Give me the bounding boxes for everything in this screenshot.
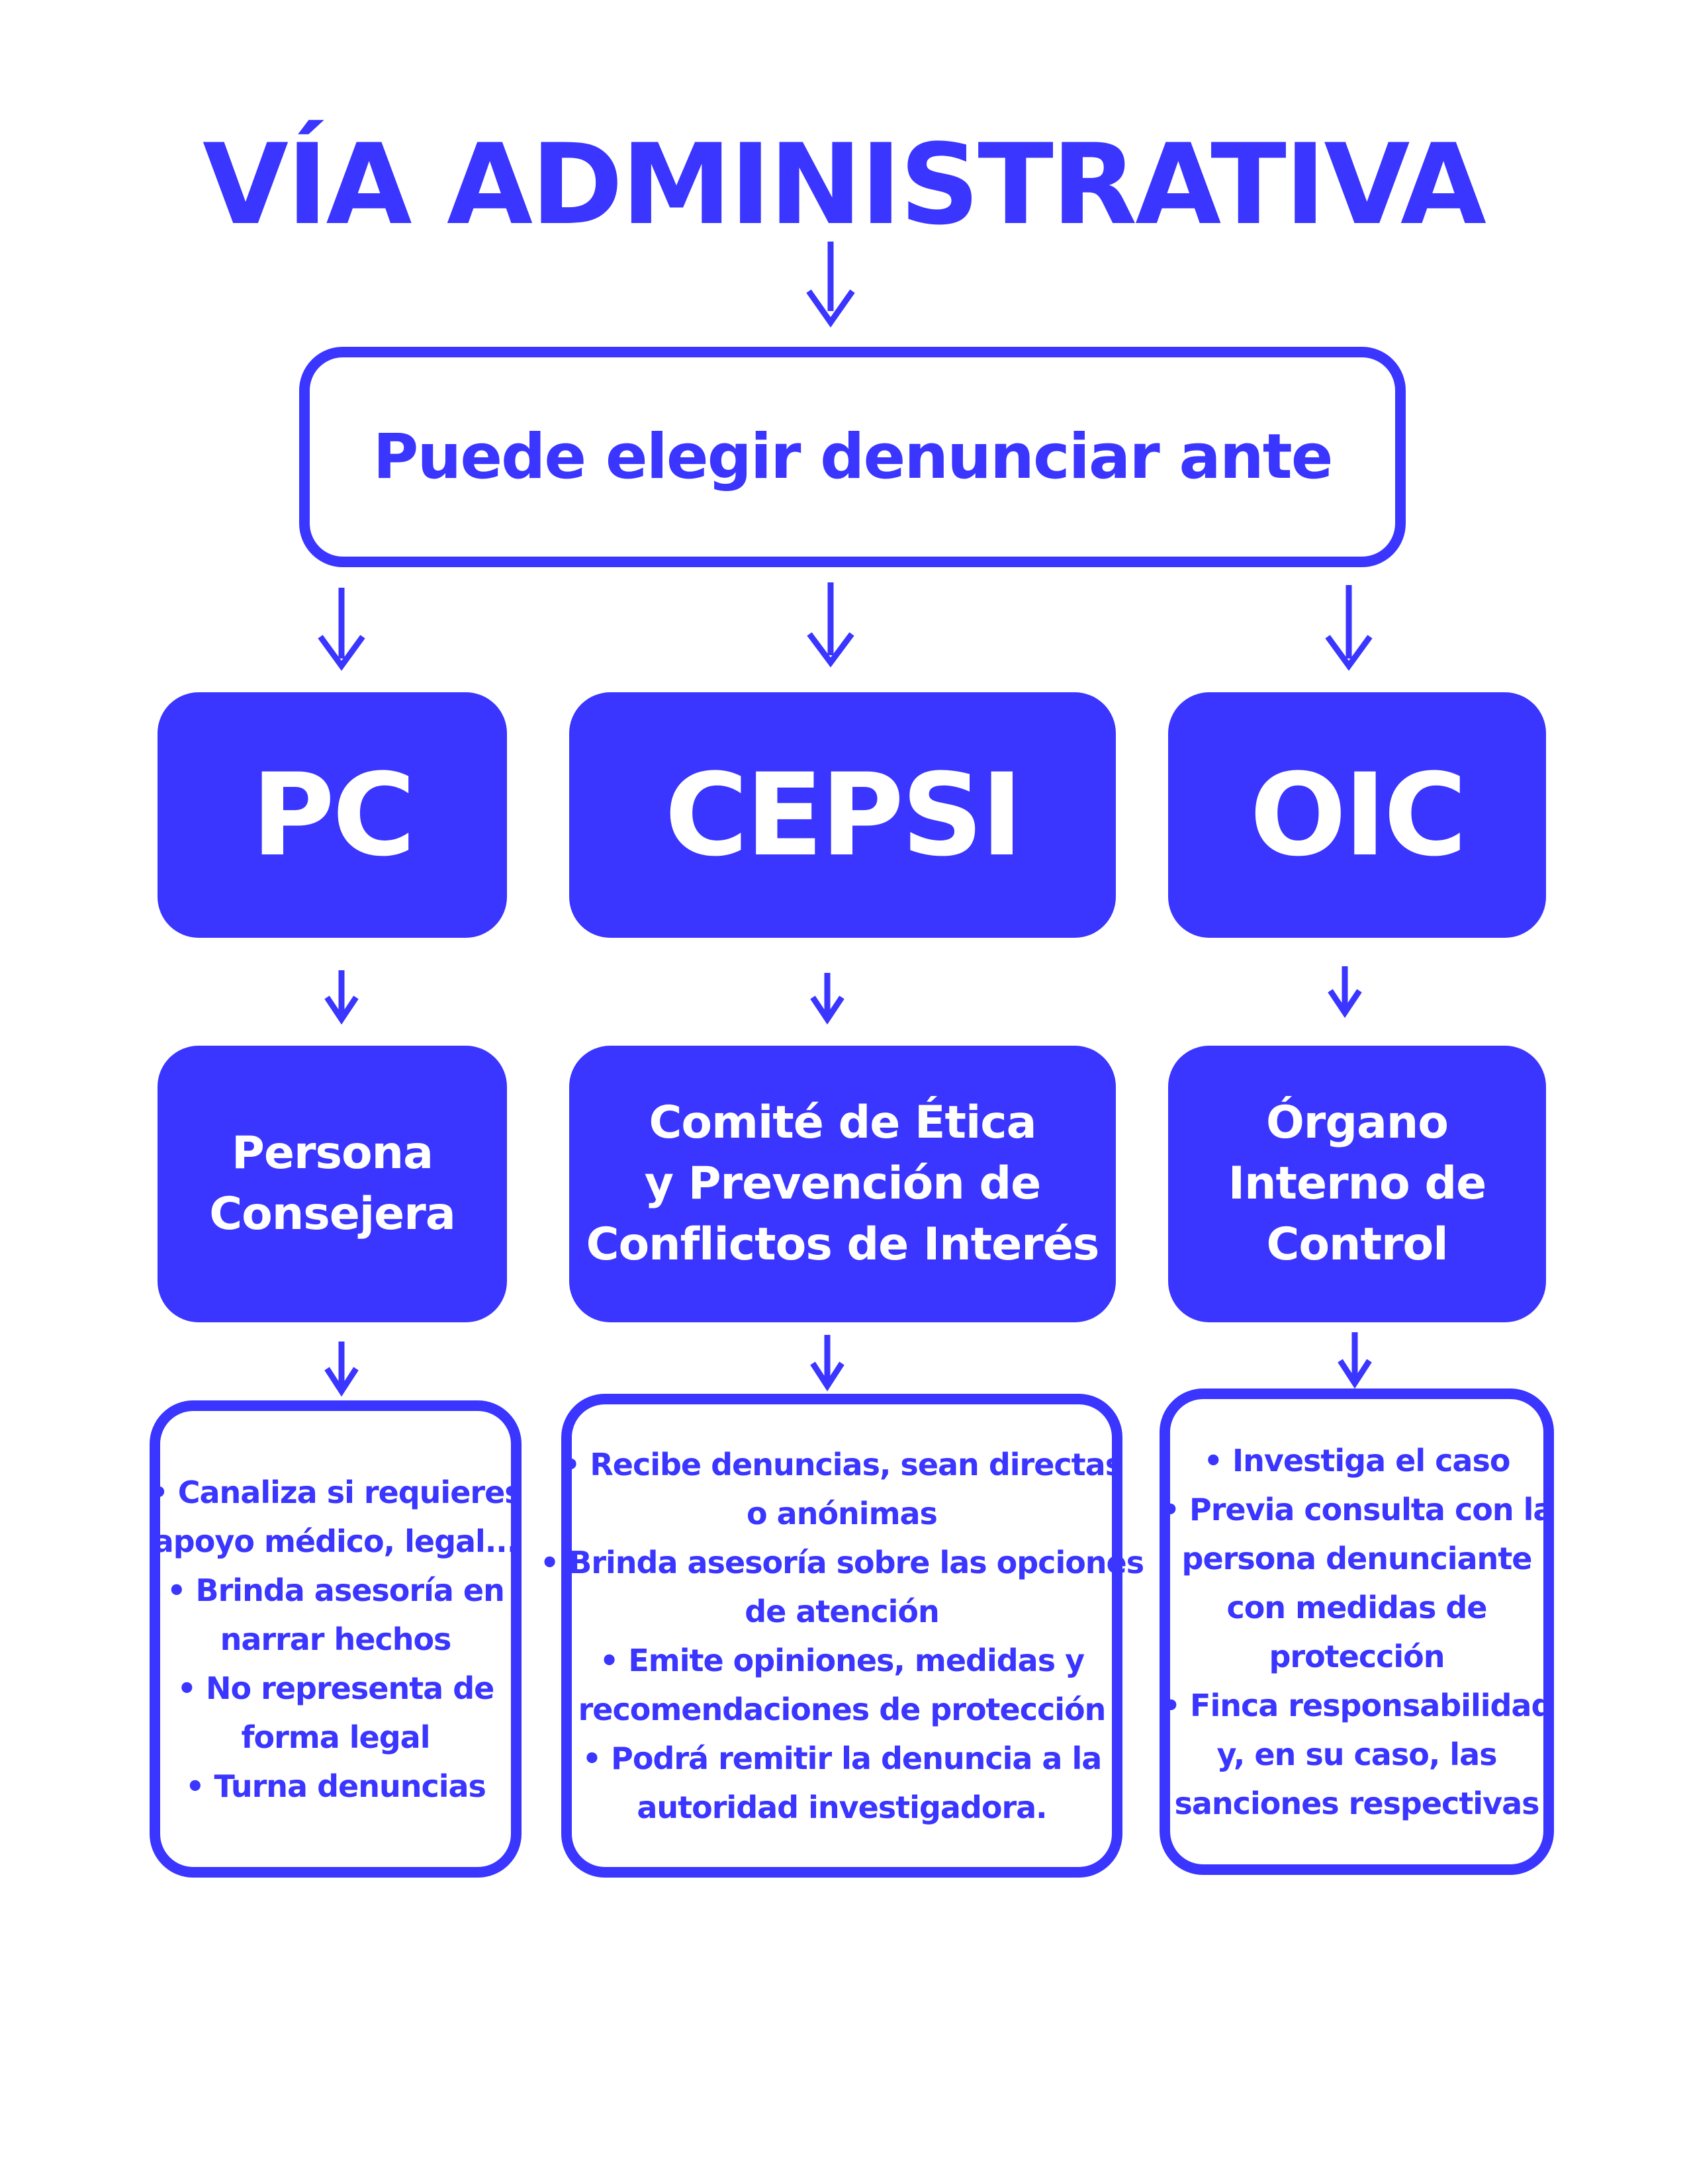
detail-line: • Podrá remitir la denuncia a la — [582, 1740, 1103, 1776]
fullname-line: Comité de Ética — [649, 1097, 1036, 1149]
page-title: VÍA ADMINISTRATIVA — [203, 120, 1486, 250]
fullname-oic: Órgano Interno de Control — [1228, 1093, 1486, 1275]
detail-line: • Investiga el caso — [1203, 1442, 1511, 1479]
fullname-box-oic: Órgano Interno de Control — [1168, 1046, 1546, 1322]
detail-line: o anónimas — [747, 1495, 938, 1531]
detail-line: • Turna denuncias — [185, 1768, 486, 1804]
details-oic: • Investiga el caso • Previa consulta co… — [1160, 1436, 1554, 1828]
detail-line: apoyo médico, legal... — [153, 1523, 518, 1559]
arrow-intro-to-oic — [1325, 585, 1373, 671]
acronym-cepsi: CEPSI — [664, 749, 1023, 882]
arrow-pc-to-name — [324, 970, 359, 1025]
fullname-line: Consejera — [209, 1188, 455, 1240]
fullname-line: y Prevención de — [644, 1158, 1042, 1210]
detail-line: • Finca responsabilidad — [1161, 1687, 1553, 1723]
acronym-box-cepsi: CEPSI — [569, 692, 1116, 938]
arrow-title-to-intro — [806, 242, 855, 328]
detail-line: y, en su caso, las — [1216, 1736, 1498, 1772]
fullname-line: Órgano — [1265, 1097, 1449, 1149]
details-box-oic: • Investiga el caso • Previa consulta co… — [1160, 1388, 1554, 1875]
detail-line: • Canaliza si requieres — [149, 1474, 522, 1510]
fullname-line: Conflictos de Interés — [586, 1218, 1100, 1271]
acronym-box-pc: PC — [158, 692, 507, 938]
details-box-cepsi: • Recibe denuncias, sean directas o anón… — [540, 1394, 1144, 1878]
acronym-oic: OIC — [1250, 749, 1467, 882]
intro-text: Puede elegir denunciar ante — [373, 421, 1334, 493]
fullname-box-cepsi: Comité de Ética y Prevención de Conflict… — [569, 1046, 1116, 1322]
detail-line: • Previa consulta con la — [1160, 1491, 1554, 1527]
detail-line: sanciones respectivas — [1174, 1785, 1540, 1821]
arrow-cepsi-to-details — [810, 1335, 844, 1392]
fullname-pc: Persona Consejera — [209, 1123, 455, 1245]
arrow-intro-to-pc — [318, 588, 365, 671]
detail-line: • Recibe denuncias, sean directas — [561, 1446, 1123, 1482]
detail-line: • No representa de — [177, 1670, 495, 1706]
acronym-pc: PC — [251, 749, 416, 882]
details-pc: • Canaliza si requieres apoyo médico, le… — [149, 1468, 522, 1811]
fullname-line: Control — [1266, 1218, 1448, 1271]
intro-box: Puede elegir denunciar ante — [299, 347, 1406, 567]
detail-line: con medidas de — [1226, 1589, 1488, 1625]
detail-line: autoridad investigadora. — [637, 1789, 1047, 1825]
fullname-box-pc: Persona Consejera — [158, 1046, 507, 1322]
detail-line: de atención — [745, 1593, 940, 1629]
detail-line: protección — [1269, 1638, 1445, 1674]
acronym-box-oic: OIC — [1168, 692, 1546, 938]
details-box-pc: • Canaliza si requieres apoyo médico, le… — [149, 1400, 523, 1878]
details-cepsi: • Recibe denuncias, sean directas o anón… — [540, 1440, 1144, 1832]
detail-line: narrar hechos — [220, 1621, 452, 1657]
arrow-cepsi-to-name — [810, 973, 844, 1025]
arrow-oic-to-name — [1328, 966, 1362, 1019]
arrow-pc-to-details — [324, 1342, 359, 1397]
arrow-oic-to-details — [1338, 1332, 1372, 1389]
arrow-intro-to-cepsi — [807, 582, 854, 668]
fullname-line: Persona — [232, 1127, 433, 1179]
fullname-cepsi: Comité de Ética y Prevención de Conflict… — [586, 1093, 1100, 1275]
fullname-line: Interno de — [1228, 1158, 1486, 1210]
detail-line: forma legal — [241, 1719, 431, 1755]
detail-line: • Brinda asesoría sobre las opciones — [539, 1544, 1144, 1580]
detail-line: • Brinda asesoría en — [167, 1572, 505, 1608]
detail-line: recomendaciones de protección — [578, 1691, 1107, 1727]
detail-line: • Emite opiniones, medidas y — [599, 1642, 1085, 1678]
detail-line: persona denunciante — [1181, 1540, 1533, 1576]
